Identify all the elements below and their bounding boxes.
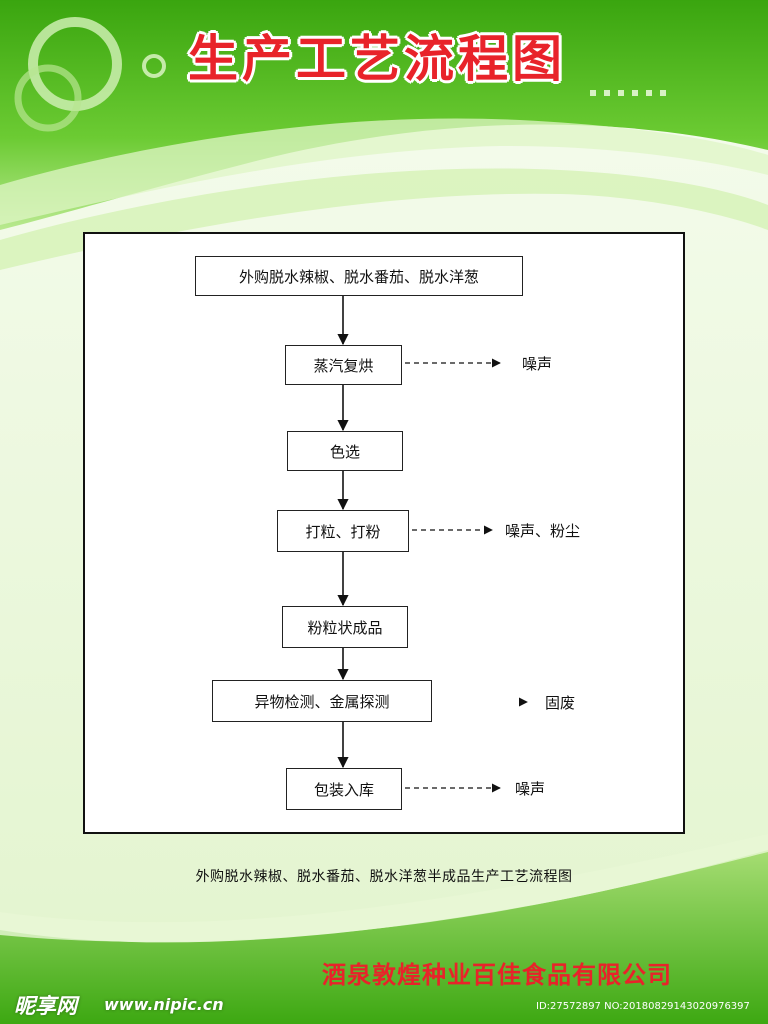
watermark-id: ID:27572897 NO:20180829143020976397 [536, 1001, 750, 1012]
watermark-url: www.nipic.cn [104, 995, 224, 1014]
process-step-1: 外购脱水辣椒、脱水番茄、脱水洋葱 [195, 256, 523, 296]
output-label-4: 噪声 [515, 780, 546, 798]
output-label-1: 噪声 [522, 355, 553, 373]
watermark-logo: 昵享网 [14, 994, 77, 1018]
process-step-2: 蒸汽复烘 [285, 345, 402, 385]
process-step-7: 包装入库 [286, 768, 402, 810]
page-title: 生产工艺流程图 [188, 30, 566, 88]
process-step-3: 色选 [287, 431, 403, 471]
process-step-5: 粉粒状成品 [282, 606, 408, 648]
process-step-4: 打粒、打粉 [277, 510, 409, 552]
company-name: 酒泉敦煌种业百佳食品有限公司 [322, 961, 672, 989]
output-label-2: 噪声、粉尘 [505, 522, 581, 540]
process-step-6: 异物检测、金属探测 [212, 680, 432, 722]
diagram-caption: 外购脱水辣椒、脱水番茄、脱水洋葱半成品生产工艺流程图 [195, 869, 573, 885]
output-label-3: 固废 [545, 694, 576, 712]
